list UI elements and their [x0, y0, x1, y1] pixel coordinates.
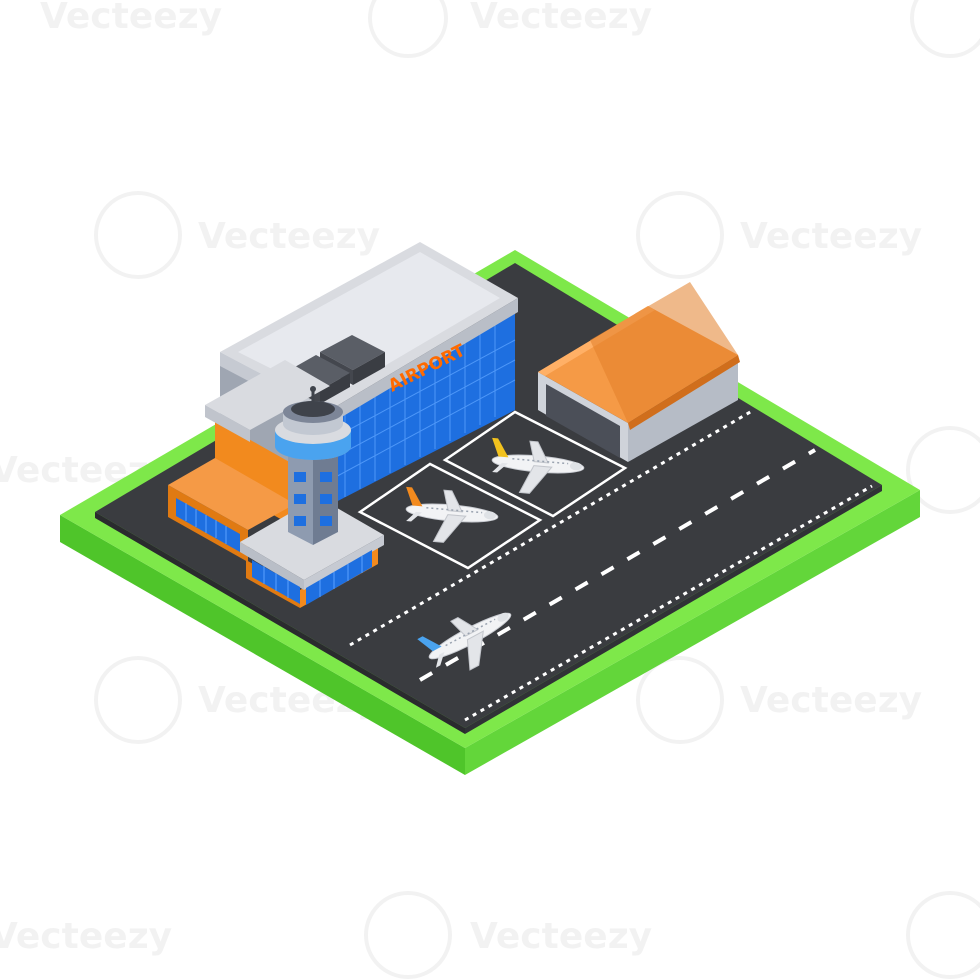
watermark-text: Vecteezy: [40, 0, 222, 37]
airplane-stand-2: [488, 437, 587, 499]
watermark-text: Vecteezy: [740, 216, 922, 257]
watermark-text: Vecteezy: [198, 216, 380, 257]
runway-edge-top: [349, 409, 753, 647]
watermark-row-bottom: Vecteezy Vecteezy: [0, 891, 980, 979]
roof-unit-2: [286, 355, 350, 390]
parking-stands: [357, 410, 628, 570]
airplane-tail-orange: [406, 486, 423, 507]
airplane-tail-blue: [417, 636, 442, 652]
hangar-door: [546, 384, 620, 458]
runway: [349, 409, 873, 722]
watermark-text: Vecteezy: [470, 916, 652, 957]
parking-stand-1: [357, 462, 543, 570]
airplane-tail-yellow: [492, 437, 509, 458]
airplane-stand-1: [402, 486, 501, 548]
runway-edge-bottom: [464, 484, 873, 722]
hangar: [538, 282, 740, 462]
airplane-runway: [417, 594, 526, 685]
grass-base-right-side: [465, 490, 920, 775]
hangar-side-wall: [628, 362, 738, 462]
grass-base-left-side: [60, 515, 465, 775]
parking-stand-2: [442, 410, 628, 518]
terminal-glass-facade: [330, 312, 515, 505]
watermark-row-2: Vecteezy Vecteezy: [94, 191, 922, 279]
watermark-row-4: Vecteezy Vecteezy: [94, 656, 922, 744]
control-tower-icon: [275, 386, 351, 545]
watermark-row-top: Vecteezy Vecteezy: [40, 0, 980, 58]
roof-unit-1: [320, 335, 385, 370]
watermark-text: Vecteezy: [470, 0, 652, 37]
watermark-text: Vecteezy: [0, 916, 172, 957]
watermark-text: Vecteezy: [740, 680, 922, 721]
